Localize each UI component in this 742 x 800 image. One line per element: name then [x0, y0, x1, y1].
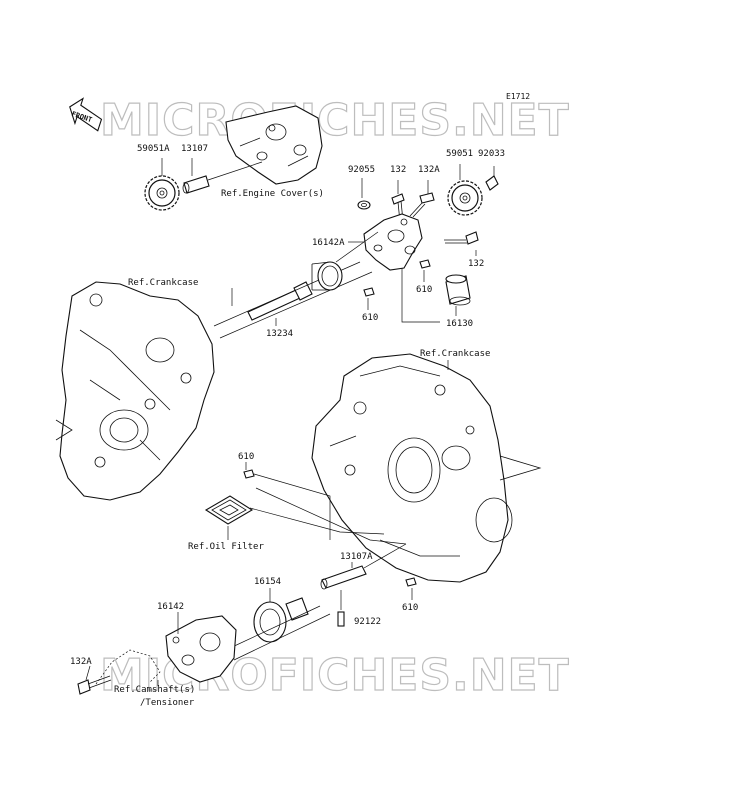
- label-13107: 13107: [181, 144, 208, 154]
- label-ref-engine-cover: Ref.Engine Cover(s): [221, 189, 324, 199]
- gear-59051A: [144, 175, 180, 211]
- pin-13107: [182, 161, 263, 194]
- label-16154: 16154: [254, 577, 281, 587]
- oil-pump-body-16142A: [363, 213, 423, 271]
- crankcase-left-part: [55, 281, 215, 501]
- rotor-16154: [229, 597, 331, 661]
- pin-13107A: [320, 543, 407, 590]
- bolt-132A-bottom: [77, 675, 112, 695]
- label-59051: 59051: [446, 149, 473, 159]
- label-16130: 16130: [446, 319, 473, 329]
- label-92033: 92033: [478, 149, 505, 159]
- label-16142A: 16142A: [312, 238, 345, 248]
- label-610-mid: 610: [362, 313, 378, 323]
- gear-59051: [447, 180, 483, 216]
- shaft-13234: [213, 261, 373, 339]
- bearing-13234: [311, 261, 343, 291]
- label-ref-oil-filter: Ref.Oil Filter: [188, 542, 264, 552]
- label-610-bottom: 610: [402, 603, 418, 613]
- label-tensioner: /Tensioner: [140, 698, 195, 708]
- pin-610-mid: [363, 287, 375, 297]
- label-132-top: 132: [390, 165, 406, 175]
- label-92055: 92055: [348, 165, 375, 175]
- label-132A-top: 132A: [418, 165, 440, 175]
- label-132A-bottom: 132A: [70, 657, 92, 667]
- label-132-right: 132: [468, 259, 484, 269]
- label-610-left: 610: [238, 452, 254, 462]
- front-arrow-icon: FRONT: [69, 97, 103, 132]
- crankcase-right-part: [311, 353, 542, 583]
- diagram-code: E1712: [506, 92, 530, 101]
- strainer-16130: [445, 274, 471, 306]
- label-92122: 92122: [354, 617, 381, 627]
- washer-92055: [357, 200, 371, 210]
- label-59051A: 59051A: [137, 144, 170, 154]
- label-16142: 16142: [157, 602, 184, 612]
- bolt-132A-top: [409, 192, 435, 218]
- label-610-right: 610: [416, 285, 432, 295]
- oil-pump-16142: [165, 615, 237, 683]
- pin-92122: [337, 590, 345, 627]
- label-ref-camshaft: Ref.Camshaft(s): [114, 685, 195, 695]
- label-ref-crankcase-left: Ref.Crankcase: [128, 278, 198, 288]
- oil-filter-part: [204, 495, 254, 525]
- clip-92033: [485, 175, 499, 191]
- pin-610-left: [243, 469, 255, 479]
- label-13234: 13234: [266, 329, 293, 339]
- watermark-top: MICROFICHES.NET: [100, 95, 570, 146]
- pin-610-right: [419, 259, 431, 269]
- label-ref-crankcase-right: Ref.Crankcase: [420, 349, 490, 359]
- label-13107A: 13107A: [340, 552, 373, 562]
- engine-cover-part: [225, 105, 323, 185]
- bolt-132-right: [444, 231, 479, 245]
- pin-610-bottom: [405, 577, 417, 587]
